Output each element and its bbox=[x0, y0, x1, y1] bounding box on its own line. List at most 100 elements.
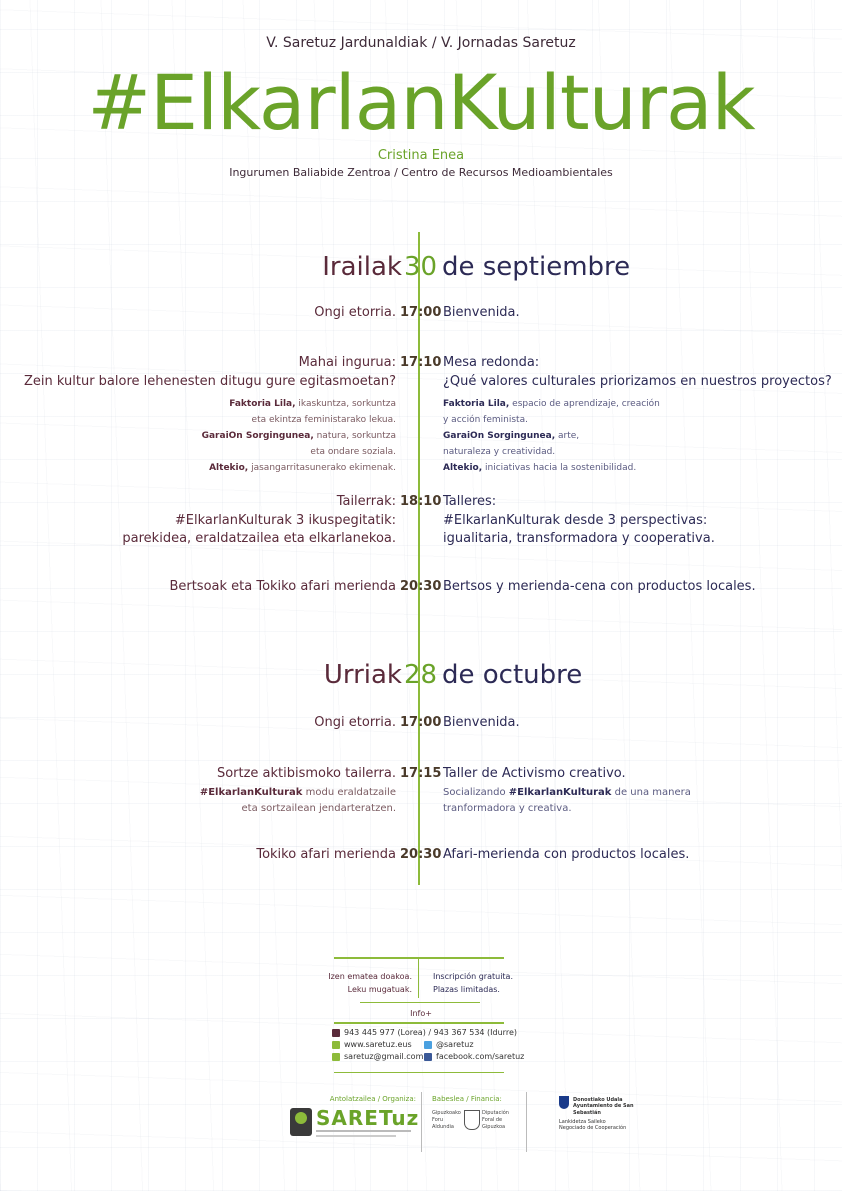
item-time: 20:30 bbox=[400, 579, 442, 594]
footer-divider-2 bbox=[360, 1002, 480, 1003]
item-label-es: Taller de Activismo creativo. bbox=[443, 766, 626, 781]
workshop-desc-es: Socializando #ElkarlanKulturak de una ma… bbox=[443, 785, 691, 817]
twitter-link[interactable]: @saretuz bbox=[436, 1040, 474, 1049]
diputacion-text-eu: Gipuzkoako Foru Aldundia bbox=[432, 1110, 461, 1130]
timeline-line-day1 bbox=[418, 232, 420, 652]
ayuntamiento-logo: Donostiako Udala Ayuntamiento de San Seb… bbox=[559, 1096, 659, 1136]
email-icon bbox=[332, 1052, 340, 1061]
footer-divider-3 bbox=[334, 1022, 504, 1024]
facebook-icon bbox=[424, 1052, 432, 1061]
item-time: 17:00 bbox=[400, 305, 442, 320]
item-label-eu: Mahai ingurua: bbox=[298, 355, 396, 370]
footer-divider-4 bbox=[334, 1072, 504, 1073]
facebook-link[interactable]: facebook.com/saretuz bbox=[436, 1052, 525, 1061]
item-desc-eu: #ElkarlanKulturak 3 ikuspegitatik: bbox=[174, 513, 396, 528]
item-label-es: Mesa redonda: bbox=[443, 355, 540, 370]
workshop-desc-eu: #ElkarlanKulturak modu eraldatzaile eta … bbox=[200, 785, 396, 817]
ayto-dept-es: Negociado de Cooperación bbox=[559, 1125, 627, 1131]
logo-separator bbox=[526, 1092, 527, 1152]
ayto-dept-eu: Lankidetza Saileko bbox=[559, 1119, 606, 1125]
item-time: 20:30 bbox=[400, 847, 442, 862]
ayto-text-es: Ayuntamiento de San Sebastián bbox=[573, 1103, 634, 1116]
panel-line: GaraiOn Sorgingunea, natura, sorkuntza bbox=[201, 431, 396, 441]
item-time: 17:15 bbox=[400, 766, 442, 781]
panel-line: naturaleza y creatividad. bbox=[443, 447, 556, 457]
panel-line: eta ondare soziala. bbox=[310, 447, 396, 457]
saretuz-logo-text: SARETuz bbox=[316, 1106, 420, 1130]
item-question-es: ¿Qué valores culturales priorizamos en n… bbox=[443, 374, 832, 389]
item-label-es: Bienvenida. bbox=[443, 305, 520, 320]
timeline-line-day2 bbox=[418, 650, 420, 885]
phone-icon bbox=[332, 1028, 340, 1037]
web-icon bbox=[332, 1040, 340, 1049]
item-desc-eu: parekidea, eraldatzailea eta elkarlaneko… bbox=[122, 531, 396, 546]
date-month-eu: Irailak bbox=[322, 252, 402, 282]
financia-label: Babeslea / Financia: bbox=[432, 1095, 502, 1103]
panel-line: eta ekintza feministarako lekua. bbox=[251, 415, 396, 425]
coat-of-arms-icon bbox=[464, 1110, 480, 1130]
item-label-eu: Tailerrak: bbox=[336, 494, 396, 509]
info-label: Info+ bbox=[410, 1009, 432, 1018]
item-label-eu: Bertsoak eta Tokiko afari merienda bbox=[169, 579, 396, 594]
date-month-es: de octubre bbox=[442, 660, 583, 690]
subtitle: V. Saretuz Jardunaldiak / V. Jornadas Sa… bbox=[266, 35, 576, 51]
twitter-icon bbox=[424, 1040, 432, 1049]
item-label-eu: Sortze aktibismoko tailerra. bbox=[216, 766, 396, 781]
desc-line: eta sortzailean jendarteratzen. bbox=[241, 803, 396, 814]
item-desc-es: #ElkarlanKulturak desde 3 perspectivas: bbox=[443, 513, 708, 528]
panel-line: Faktoria Lila, espacio de aprendizaje, c… bbox=[443, 399, 660, 409]
item-time: 18:10 bbox=[400, 494, 442, 509]
shield-icon bbox=[559, 1096, 569, 1109]
hashtag-title: #ElkarlanKulturak bbox=[87, 58, 755, 147]
desc-line: Socializando #ElkarlanKulturak de una ma… bbox=[443, 787, 691, 798]
item-label-es: Afari-merienda con productos locales. bbox=[443, 847, 690, 862]
item-time: 17:10 bbox=[400, 355, 442, 370]
date-heading-day1: Irailak 30 de septiembre bbox=[0, 252, 842, 292]
diputacion-text-es: Diputación Foral de Gipuzkoa bbox=[482, 1110, 509, 1130]
venue-name: Cristina Enea bbox=[377, 148, 465, 163]
organiza-label: Antolatzailea / Organiza: bbox=[329, 1095, 416, 1103]
website-link[interactable]: www.saretuz.eus bbox=[344, 1040, 412, 1049]
footer-divider bbox=[334, 957, 504, 959]
desc-line: tranformadora y creativa. bbox=[443, 803, 572, 814]
email-link[interactable]: saretuz@gmail.com bbox=[344, 1052, 424, 1061]
panel-line: GaraiOn Sorgingunea, arte, bbox=[443, 431, 580, 441]
reg-text: Leku mugatuak. bbox=[347, 985, 412, 994]
item-label-eu: Ongi etorria. bbox=[314, 715, 396, 730]
panel-line: Faktoria Lila, ikaskuntza, sorkuntza bbox=[229, 399, 396, 409]
date-month-es: de septiembre bbox=[442, 252, 631, 282]
footer-vline bbox=[418, 958, 419, 998]
facebook-line: facebook.com/saretuz bbox=[424, 1052, 524, 1061]
diputacion-logo: Gipuzkoako Foru Aldundia Diputación Fora… bbox=[432, 1110, 522, 1134]
item-label-es: Bertsos y merienda-cena con productos lo… bbox=[443, 579, 756, 594]
item-label-es: Bienvenida. bbox=[443, 715, 520, 730]
panel-list-eu: Faktoria Lila, ikaskuntza, sorkuntza eta… bbox=[202, 396, 396, 476]
panel-line: Altekio, iniciativas hacia la sostenibil… bbox=[443, 463, 637, 473]
venue-subtitle: Ingurumen Baliabide Zentroa / Centro de … bbox=[229, 166, 613, 179]
date-number: 28 bbox=[404, 660, 438, 690]
date-number: 30 bbox=[404, 252, 438, 282]
item-question-eu: Zein kultur balore lehenesten ditugu gur… bbox=[24, 374, 396, 389]
phone-line: 943 445 977 (Lorea) / 943 367 534 (Idurr… bbox=[332, 1028, 517, 1037]
web-line: www.saretuz.eus bbox=[332, 1040, 412, 1049]
email-line: saretuz@gmail.com bbox=[332, 1052, 423, 1061]
date-month-eu: Urriak bbox=[323, 660, 402, 690]
panel-line: y acción feminista. bbox=[443, 415, 528, 425]
item-desc-es: igualitaria, transformadora y cooperativ… bbox=[443, 531, 715, 546]
reg-text: Izen ematea doakoa. bbox=[328, 972, 412, 981]
twitter-line: @saretuz bbox=[424, 1040, 474, 1049]
phone-number[interactable]: 943 445 977 (Lorea) / 943 367 534 (Idurr… bbox=[344, 1028, 517, 1037]
item-label-es: Talleres: bbox=[443, 494, 497, 509]
date-heading-day2: Urriak 28 de octubre bbox=[0, 660, 842, 700]
reg-text: Plazas limitadas. bbox=[433, 985, 500, 994]
registration-es: Inscripción gratuita. Plazas limitadas. bbox=[433, 970, 513, 996]
desc-line: #ElkarlanKulturak modu eraldatzaile bbox=[199, 787, 396, 798]
item-label-eu: Tokiko afari merienda bbox=[256, 847, 396, 862]
item-time: 17:00 bbox=[400, 715, 442, 730]
saretuz-logo: SARETuz bbox=[290, 1106, 418, 1142]
registration-eu: Izen ematea doakoa. Leku mugatuak. bbox=[328, 970, 412, 996]
saretuz-emblem-icon bbox=[290, 1108, 312, 1136]
panel-line: Altekio, jasangarritasunerako ekimenak. bbox=[209, 463, 396, 473]
logo-separator bbox=[421, 1092, 422, 1152]
